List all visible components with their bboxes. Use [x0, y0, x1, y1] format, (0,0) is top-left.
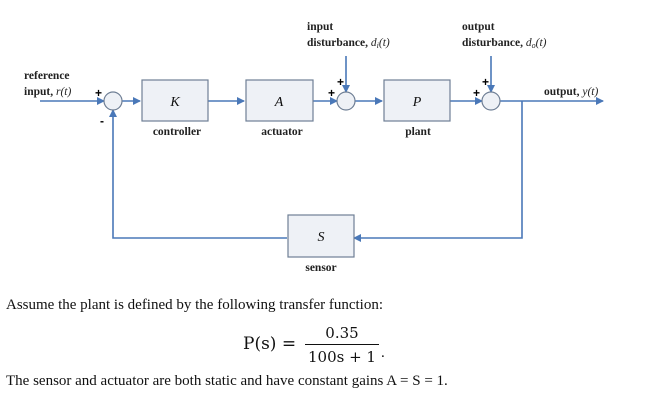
- transfer-function-fraction: 0.35 100s + 1: [305, 323, 379, 367]
- input-disturbance-label-line2: disturbance, di(t): [307, 37, 390, 50]
- input-disturbance-label-line1: input: [307, 21, 333, 33]
- output-disturbance-plus-sign-left: +: [473, 86, 480, 100]
- output-label: output, y(t): [544, 86, 598, 98]
- actuator-label: actuator: [261, 126, 303, 138]
- feedback-path-right: [353, 101, 523, 242]
- sensor-block: [287, 214, 355, 258]
- reference-plus-sign: +: [95, 86, 102, 100]
- gains-note-text: The sensor and actuator are both static …: [6, 373, 448, 389]
- transfer-function-period: .: [381, 345, 385, 361]
- output-disturbance-label-line1: output: [462, 21, 495, 33]
- sensor-label: sensor: [305, 262, 336, 274]
- transfer-function-numerator: 0.35: [325, 324, 359, 342]
- input-disturbance-summing-junction: [336, 91, 356, 111]
- output-disturbance-label-line2: disturbance, do(t): [462, 37, 547, 50]
- feedback-path-left: [109, 109, 287, 239]
- block-diagram: K A P S controller actuator plant sensor…: [24, 21, 604, 274]
- input-disturbance-plus-sign-top: +: [337, 75, 344, 89]
- feedback-minus-sign: -: [100, 114, 104, 128]
- controller-label: controller: [153, 126, 201, 138]
- actuator-block: [245, 79, 314, 122]
- reference-input-label-line1: reference: [24, 70, 70, 82]
- plant-label: plant: [405, 126, 431, 138]
- transfer-function: P(s) = 0.35 100s + 1 .: [243, 323, 503, 367]
- assumption-text: Assume the plant is defined by the follo…: [6, 297, 383, 313]
- input-disturbance-plus-sign-left: +: [328, 86, 335, 100]
- output-disturbance-summing-junction: [481, 91, 501, 111]
- fraction-bar: [305, 344, 379, 345]
- reference-summing-junction: [103, 91, 123, 111]
- output-disturbance-plus-sign-top: +: [482, 75, 489, 89]
- transfer-function-denominator: 100s + 1: [308, 348, 376, 366]
- controller-block: [141, 79, 209, 122]
- controller-symbol: K: [169, 95, 180, 110]
- transfer-function-lhs: P(s) =: [243, 334, 297, 354]
- actuator-symbol: A: [274, 95, 284, 110]
- plant-block: [383, 79, 451, 122]
- reference-input-label-line2: input, r(t): [24, 86, 71, 98]
- sensor-symbol: S: [318, 230, 325, 245]
- plant-symbol: P: [412, 95, 422, 110]
